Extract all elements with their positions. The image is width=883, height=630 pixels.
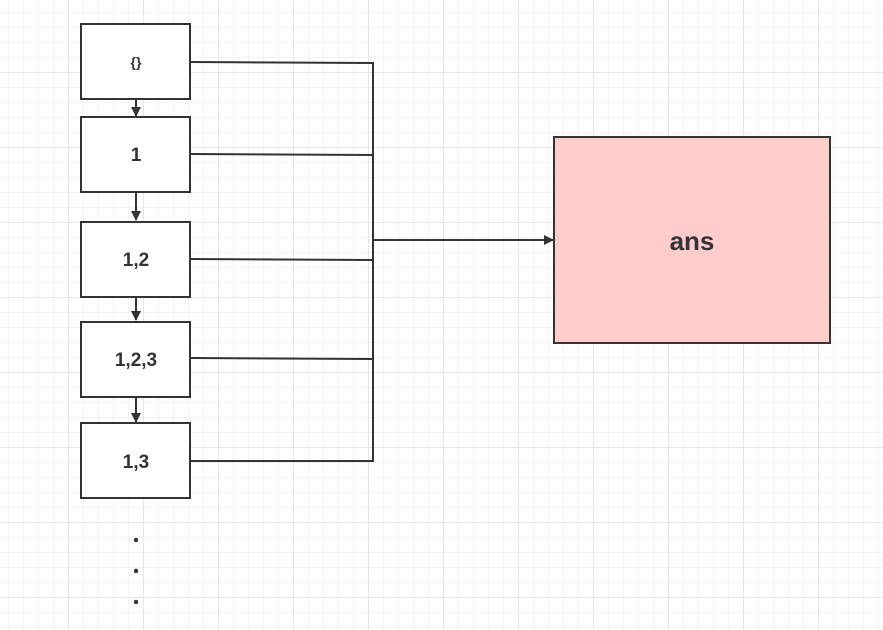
- subset-node-1: 1: [80, 116, 191, 193]
- node-label: 1,2,3: [115, 350, 157, 371]
- ans-label: ans: [670, 226, 715, 256]
- ans-node: ans: [553, 136, 831, 344]
- connector-line-2: [190, 153, 374, 156]
- subset-node-1-2-3: 1,2,3: [80, 321, 191, 398]
- subset-node-1-2: 1,2: [80, 221, 191, 298]
- ellipsis-dots: [133, 537, 139, 605]
- node-label: 1,2: [123, 250, 149, 271]
- connector-line-4: [190, 357, 374, 360]
- connector-line-1: [190, 61, 374, 64]
- node-label: {}: [131, 54, 142, 70]
- connector-line-3: [190, 258, 374, 261]
- subset-node-1-3: 1,3: [80, 422, 191, 499]
- node-label: 1: [131, 145, 142, 166]
- node-label: 1,3: [123, 452, 149, 473]
- subset-node-empty: {}: [80, 23, 191, 100]
